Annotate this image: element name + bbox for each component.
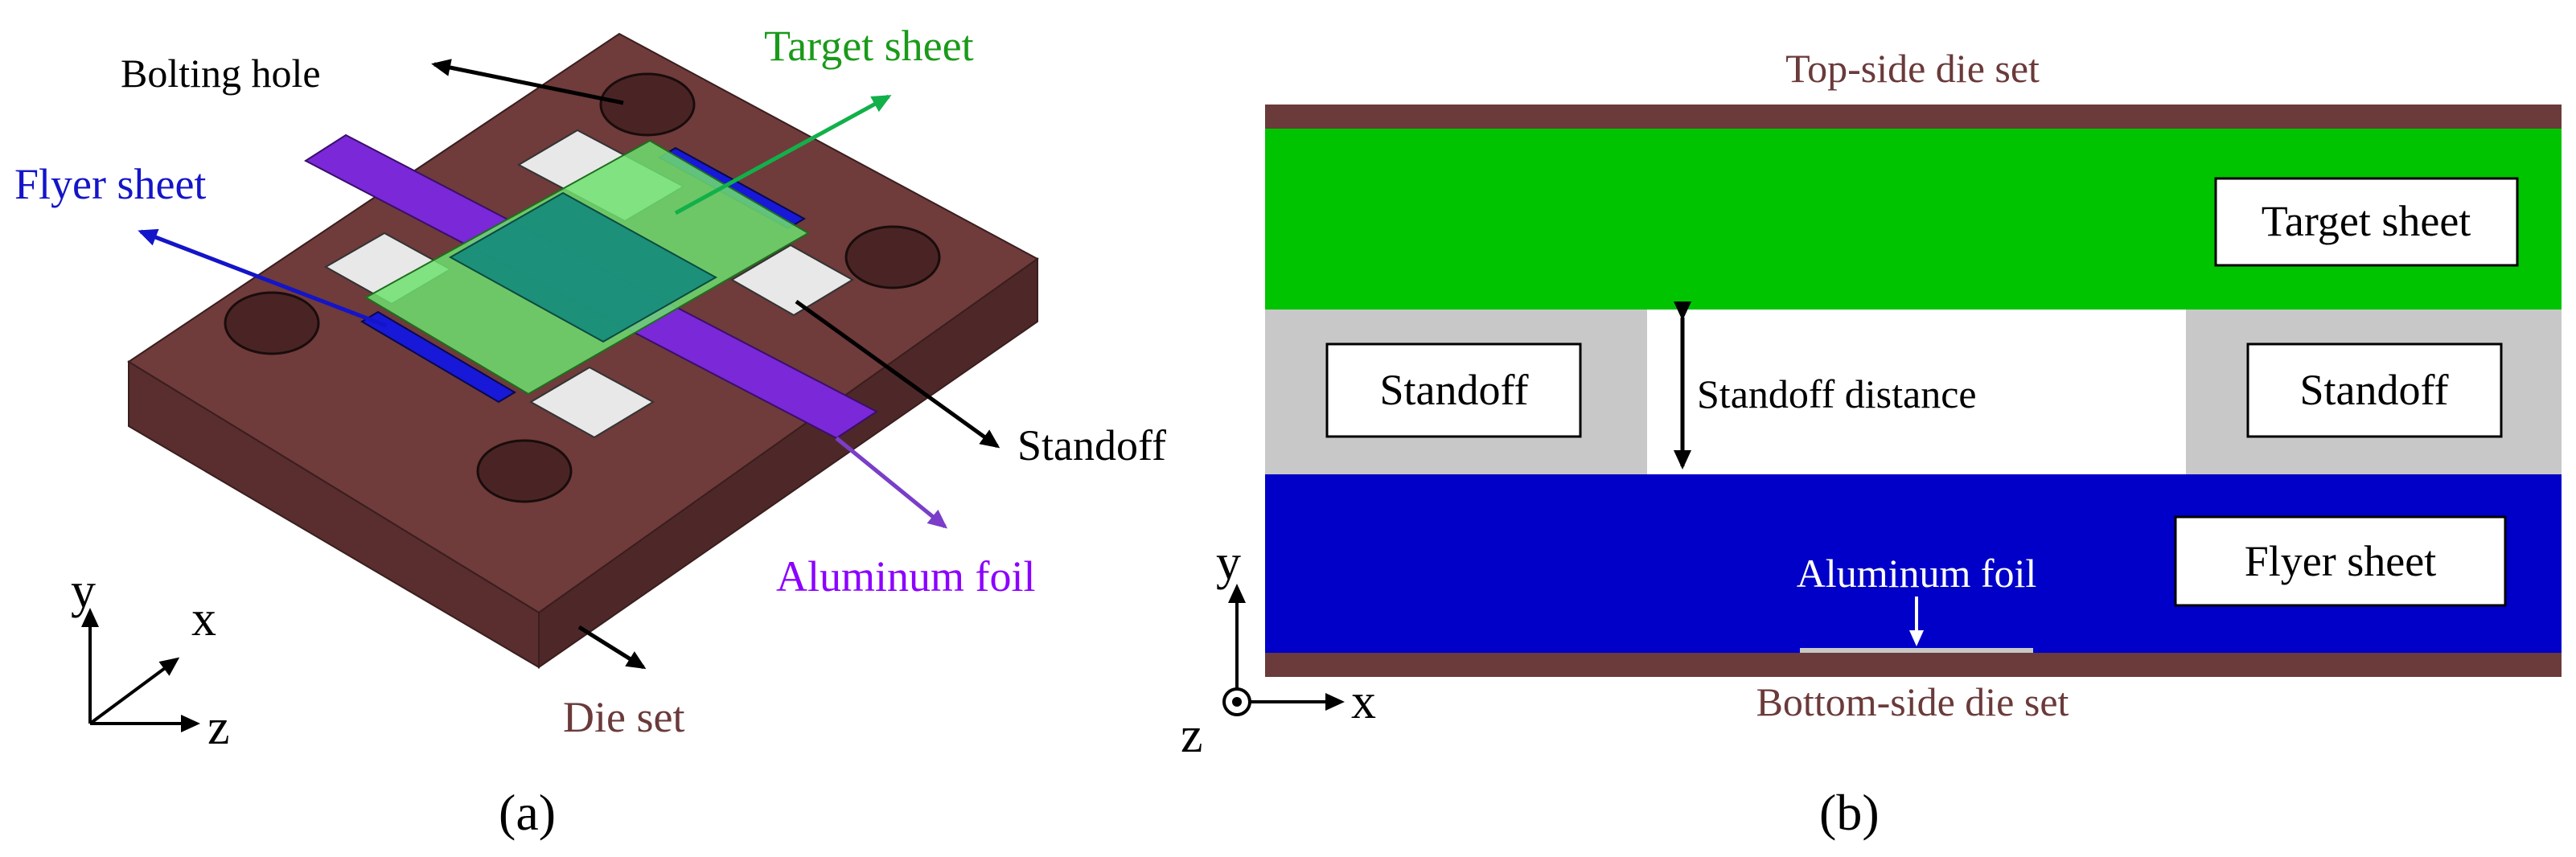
label-standoff: Standoff <box>1017 421 1166 470</box>
bolting-hole-3 <box>224 291 320 355</box>
label-bolting-hole: Bolting hole <box>121 51 321 96</box>
top-die-set <box>1265 105 2562 129</box>
die-right-face <box>538 257 1038 669</box>
panel-b: Top-side die set Target sheet Standoff S… <box>1181 46 2562 841</box>
label-bottom-die: Bottom-side die set <box>1756 679 2069 724</box>
aluminum-foil-line <box>1800 648 2033 653</box>
axis-b-x-label: x <box>1351 675 1376 729</box>
label-top-die: Top-side die set <box>1785 46 2040 91</box>
axes-a: y x z <box>71 564 230 755</box>
label-die-set: Die set <box>563 693 684 741</box>
axes-b: y x z <box>1181 535 1376 763</box>
axis-a-y-label: y <box>71 564 96 618</box>
axis-b-y-label: y <box>1216 535 1241 590</box>
arrow-flyer-sheet <box>138 228 387 328</box>
panel-a: Bolting hole Target sheet Flyer sheet St… <box>14 22 1166 841</box>
arrow-die-set <box>577 625 647 670</box>
axis-b-z-label: z <box>1181 708 1203 763</box>
arrow-aluminum-foil <box>835 437 948 529</box>
label-target-sheet-b: Target sheet <box>2262 197 2471 245</box>
axis-b-z-dot <box>1232 697 1242 707</box>
overlap-region <box>448 191 718 343</box>
standoff-right-box <box>2246 342 2503 438</box>
axis-a-x <box>88 657 180 725</box>
standoff-bottom <box>528 366 655 439</box>
label-standoff-left: Standoff <box>1380 366 1529 414</box>
axis-a-x-label: x <box>191 592 216 646</box>
bolting-hole-1 <box>599 72 696 137</box>
standoff-left-box <box>1325 342 1582 438</box>
label-aluminum-foil-b: Aluminum foil <box>1797 551 2037 596</box>
target-sheet-box <box>2214 177 2519 267</box>
label-aluminum-foil: Aluminum foil <box>776 552 1036 601</box>
bottom-die-set <box>1265 653 2562 677</box>
label-standoff-right: Standoff <box>2300 366 2449 414</box>
standoff-right <box>730 244 854 317</box>
arrow-bolting-hole <box>431 59 624 105</box>
bolting-hole-4 <box>476 439 573 503</box>
arrow-target-sheet <box>674 94 892 215</box>
label-standoff-distance: Standoff distance <box>1697 371 1977 416</box>
bolting-holes <box>224 72 941 503</box>
label-flyer-sheet: Flyer sheet <box>14 160 206 208</box>
flyer-sheet-box <box>2174 515 2507 607</box>
label-flyer-sheet-b: Flyer sheet <box>2245 537 2436 585</box>
flyer-sheet-left-edge <box>360 310 516 404</box>
caption-a: (a) <box>499 784 556 841</box>
axis-a-z-label: z <box>207 700 230 755</box>
caption-b: (b) <box>1819 784 1880 841</box>
bolting-hole-2 <box>844 225 941 289</box>
label-target-sheet: Target sheet <box>764 22 974 70</box>
arrow-standoff <box>795 299 1000 449</box>
